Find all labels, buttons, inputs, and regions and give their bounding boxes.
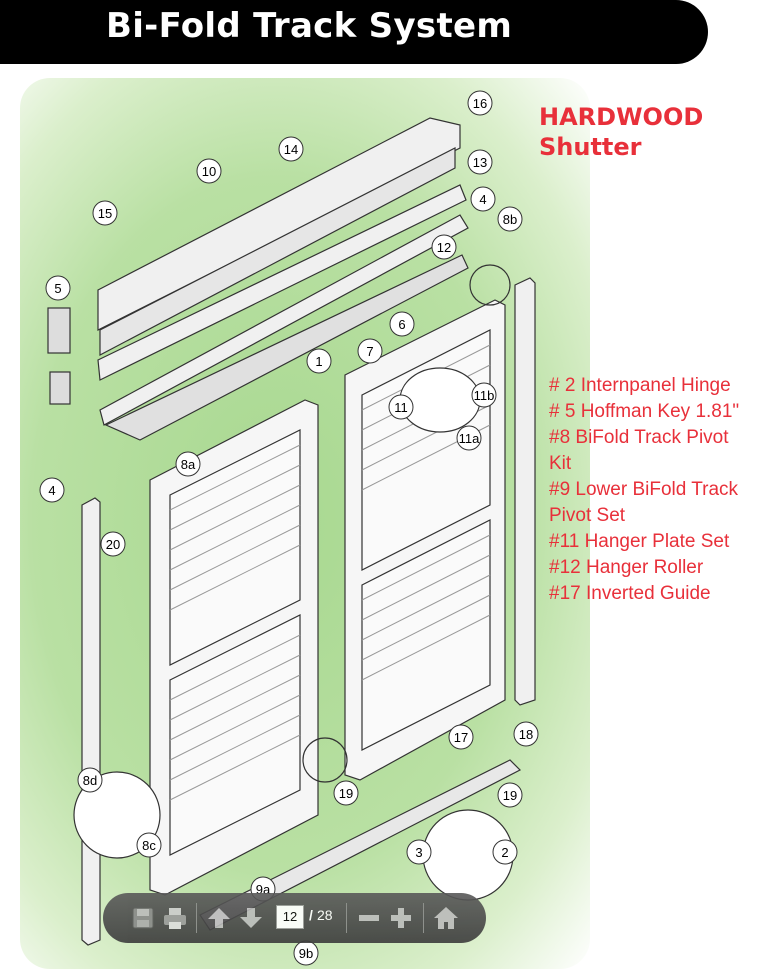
jamb-right [514,277,536,706]
svg-text:4: 4 [48,483,55,498]
brand-line2: Shutter [539,133,642,161]
toolbar-divider [423,903,424,933]
jamb-left [81,497,101,946]
svg-text:2: 2 [501,845,508,860]
part-item: # 5 Hoffman Key 1.81" [549,401,740,422]
svg-text:12: 12 [437,240,451,255]
page-down-icon[interactable] [237,904,265,932]
headrail-16 [97,117,461,331]
svg-text:8d: 8d [83,773,97,788]
detail-8c [73,771,161,859]
page-number-input[interactable] [276,905,304,929]
page-separator: / [309,907,313,923]
rail-6 [99,214,469,426]
home-icon[interactable] [432,904,460,932]
parts-list: # 2 Internpanel Hinge # 5 Hoffman Key 1.… [549,373,754,607]
part-item: #9 Lower BiFold Track Pivot Set [549,479,739,526]
svg-text:17: 17 [454,730,468,745]
svg-text:15: 15 [98,206,112,221]
svg-text:4: 4 [479,192,486,207]
rail-4 [97,184,467,381]
toolbar-divider [346,903,347,933]
page-up-icon[interactable] [205,904,233,932]
svg-text:9b: 9b [299,946,313,961]
svg-text:19: 19 [503,788,517,803]
svg-text:7: 7 [366,344,373,359]
callout: 16 [467,90,493,116]
svg-text:20: 20 [106,537,120,552]
page-total: 28 [317,907,333,923]
title-bar [0,0,708,64]
track-7 [104,254,469,441]
zoom-in-icon[interactable] [387,904,415,932]
toolbar-divider [196,903,197,933]
brand-label: HARDWOOD Shutter [539,102,703,162]
svg-text:8b: 8b [503,212,517,227]
svg-text:11a: 11a [459,431,480,446]
svg-text:10: 10 [202,164,216,179]
svg-text:13: 13 [473,155,487,170]
svg-text:3: 3 [415,845,422,860]
detail-11 [399,367,481,433]
save-icon[interactable] [129,904,157,932]
brand-line1: HARDWOOD [539,103,704,131]
svg-text:6: 6 [398,317,405,332]
svg-text:1: 1 [315,354,322,369]
svg-text:16: 16 [473,96,487,111]
part-item: #17 Inverted Guide [549,583,711,604]
svg-text:5: 5 [54,281,61,296]
part-item: #12 Hanger Roller [549,557,704,578]
part-item: #8 BiFold Track Pivot Kit [549,427,729,474]
page-title: Bi-Fold Track System [106,6,513,46]
svg-text:14: 14 [284,142,298,157]
print-icon[interactable] [161,904,189,932]
zoom-out-icon[interactable] [355,904,383,932]
part-item: # 2 Internpanel Hinge [549,375,731,396]
part-item: #11 Hanger Plate Set [549,531,730,552]
svg-text:18: 18 [519,727,533,742]
svg-text:8c: 8c [142,838,156,853]
svg-text:11b: 11b [474,388,495,403]
pdf-toolbar: / 28 [103,893,486,943]
svg-text:11: 11 [394,400,408,415]
svg-text:19: 19 [339,786,353,801]
svg-text:8a: 8a [181,457,196,472]
track-13 [99,147,456,356]
